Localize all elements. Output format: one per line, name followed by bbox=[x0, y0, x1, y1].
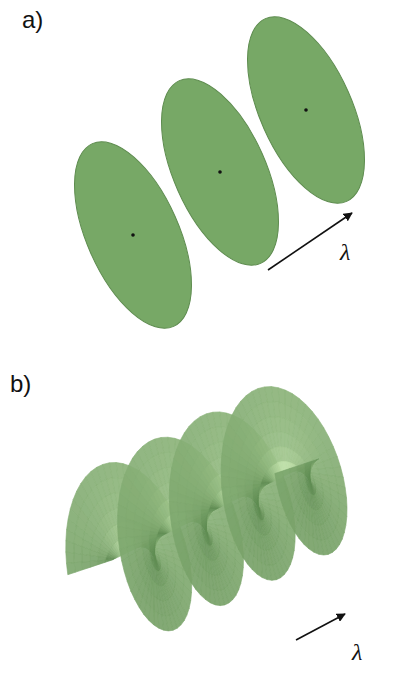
helix-facet bbox=[177, 503, 185, 513]
helix-facet bbox=[201, 510, 209, 515]
helix-facet bbox=[245, 480, 253, 486]
helix-facet bbox=[90, 556, 98, 562]
helix-facet bbox=[134, 521, 143, 530]
helix-facet bbox=[149, 535, 157, 540]
helix-facet bbox=[67, 563, 76, 575]
helix-facet bbox=[118, 537, 127, 549]
helix-facet bbox=[118, 527, 126, 538]
helix-facet bbox=[311, 459, 319, 464]
helix-facet bbox=[257, 560, 262, 578]
planar-wavefronts bbox=[50, 0, 388, 345]
helix-facet bbox=[126, 537, 134, 547]
helix-facet bbox=[275, 471, 284, 485]
wavelength-arrow bbox=[268, 213, 352, 270]
helix-facet bbox=[82, 547, 91, 556]
helix-facet bbox=[156, 534, 164, 537]
helix-facet bbox=[297, 464, 304, 472]
panel-label: a) bbox=[22, 8, 43, 32]
helix-facet bbox=[284, 447, 287, 462]
helical-wavefront bbox=[66, 387, 347, 631]
helix-facet bbox=[90, 561, 98, 568]
wavefront-plane bbox=[223, 0, 388, 220]
helix-facet bbox=[262, 477, 271, 482]
helix-facet bbox=[74, 562, 82, 572]
helix-facet bbox=[245, 485, 253, 492]
helix-facet bbox=[311, 459, 318, 465]
helix-facet bbox=[82, 561, 90, 569]
helix-facet bbox=[177, 493, 185, 504]
helix-facet bbox=[178, 512, 186, 522]
helix-facet bbox=[260, 484, 268, 487]
helix-facet bbox=[169, 490, 177, 502]
helix-facet bbox=[208, 509, 216, 512]
helix-facet bbox=[66, 552, 74, 563]
helix-facet bbox=[285, 404, 291, 421]
helix-facet bbox=[206, 529, 208, 545]
helix-facet bbox=[285, 433, 289, 448]
helix-facet bbox=[142, 536, 150, 543]
panel-label: b) bbox=[10, 372, 31, 396]
helix-facet bbox=[142, 530, 150, 536]
helix-facet bbox=[159, 528, 168, 533]
helix-facet bbox=[105, 560, 113, 563]
helix-facet bbox=[222, 487, 231, 499]
helix-facet bbox=[134, 536, 142, 544]
helix-facet bbox=[169, 501, 177, 512]
wavelength-label: λ bbox=[352, 640, 362, 664]
helix-facet bbox=[74, 544, 82, 555]
helix-facet bbox=[170, 512, 179, 524]
helix-facet bbox=[309, 535, 314, 553]
helix-facet bbox=[285, 419, 290, 435]
helix-facet bbox=[193, 505, 201, 511]
helix-facet bbox=[260, 520, 264, 536]
axis-dot bbox=[131, 233, 135, 237]
helix-facet bbox=[66, 541, 74, 553]
axis-dot bbox=[218, 170, 222, 174]
helix-facet bbox=[185, 496, 194, 505]
helix-facet bbox=[237, 486, 245, 494]
helix-facet bbox=[229, 477, 237, 487]
helix-facet bbox=[118, 515, 126, 527]
wavelength-arrow bbox=[296, 614, 345, 640]
helix-facet bbox=[126, 518, 134, 529]
helix-facet bbox=[154, 611, 159, 629]
helix-facet bbox=[304, 461, 311, 467]
helix-facet bbox=[237, 471, 246, 480]
helix-facet bbox=[237, 478, 245, 486]
helix-facet bbox=[229, 468, 237, 479]
wavelength-label: λ bbox=[340, 240, 350, 264]
helix-facet bbox=[210, 503, 219, 508]
axis-dot bbox=[304, 108, 308, 112]
helix-facet bbox=[290, 466, 298, 476]
helix-facet bbox=[74, 553, 82, 563]
helix-facet bbox=[107, 553, 116, 558]
helix-facet bbox=[312, 494, 316, 510]
helix-facet bbox=[156, 570, 160, 586]
helix-facet bbox=[126, 528, 134, 538]
helix-facet bbox=[97, 560, 105, 565]
helix-facet bbox=[134, 529, 142, 537]
helix-facet bbox=[208, 545, 212, 561]
helix-facet bbox=[230, 486, 238, 496]
helix-facet bbox=[253, 484, 261, 489]
helix-facet bbox=[82, 554, 90, 562]
helix-facet bbox=[310, 478, 312, 494]
helix-facet bbox=[206, 585, 211, 603]
helix-facet bbox=[193, 510, 201, 517]
helix-facet bbox=[221, 476, 229, 487]
helix-facet bbox=[186, 511, 194, 519]
helix-facet bbox=[221, 465, 229, 477]
helix-facet bbox=[185, 504, 193, 512]
